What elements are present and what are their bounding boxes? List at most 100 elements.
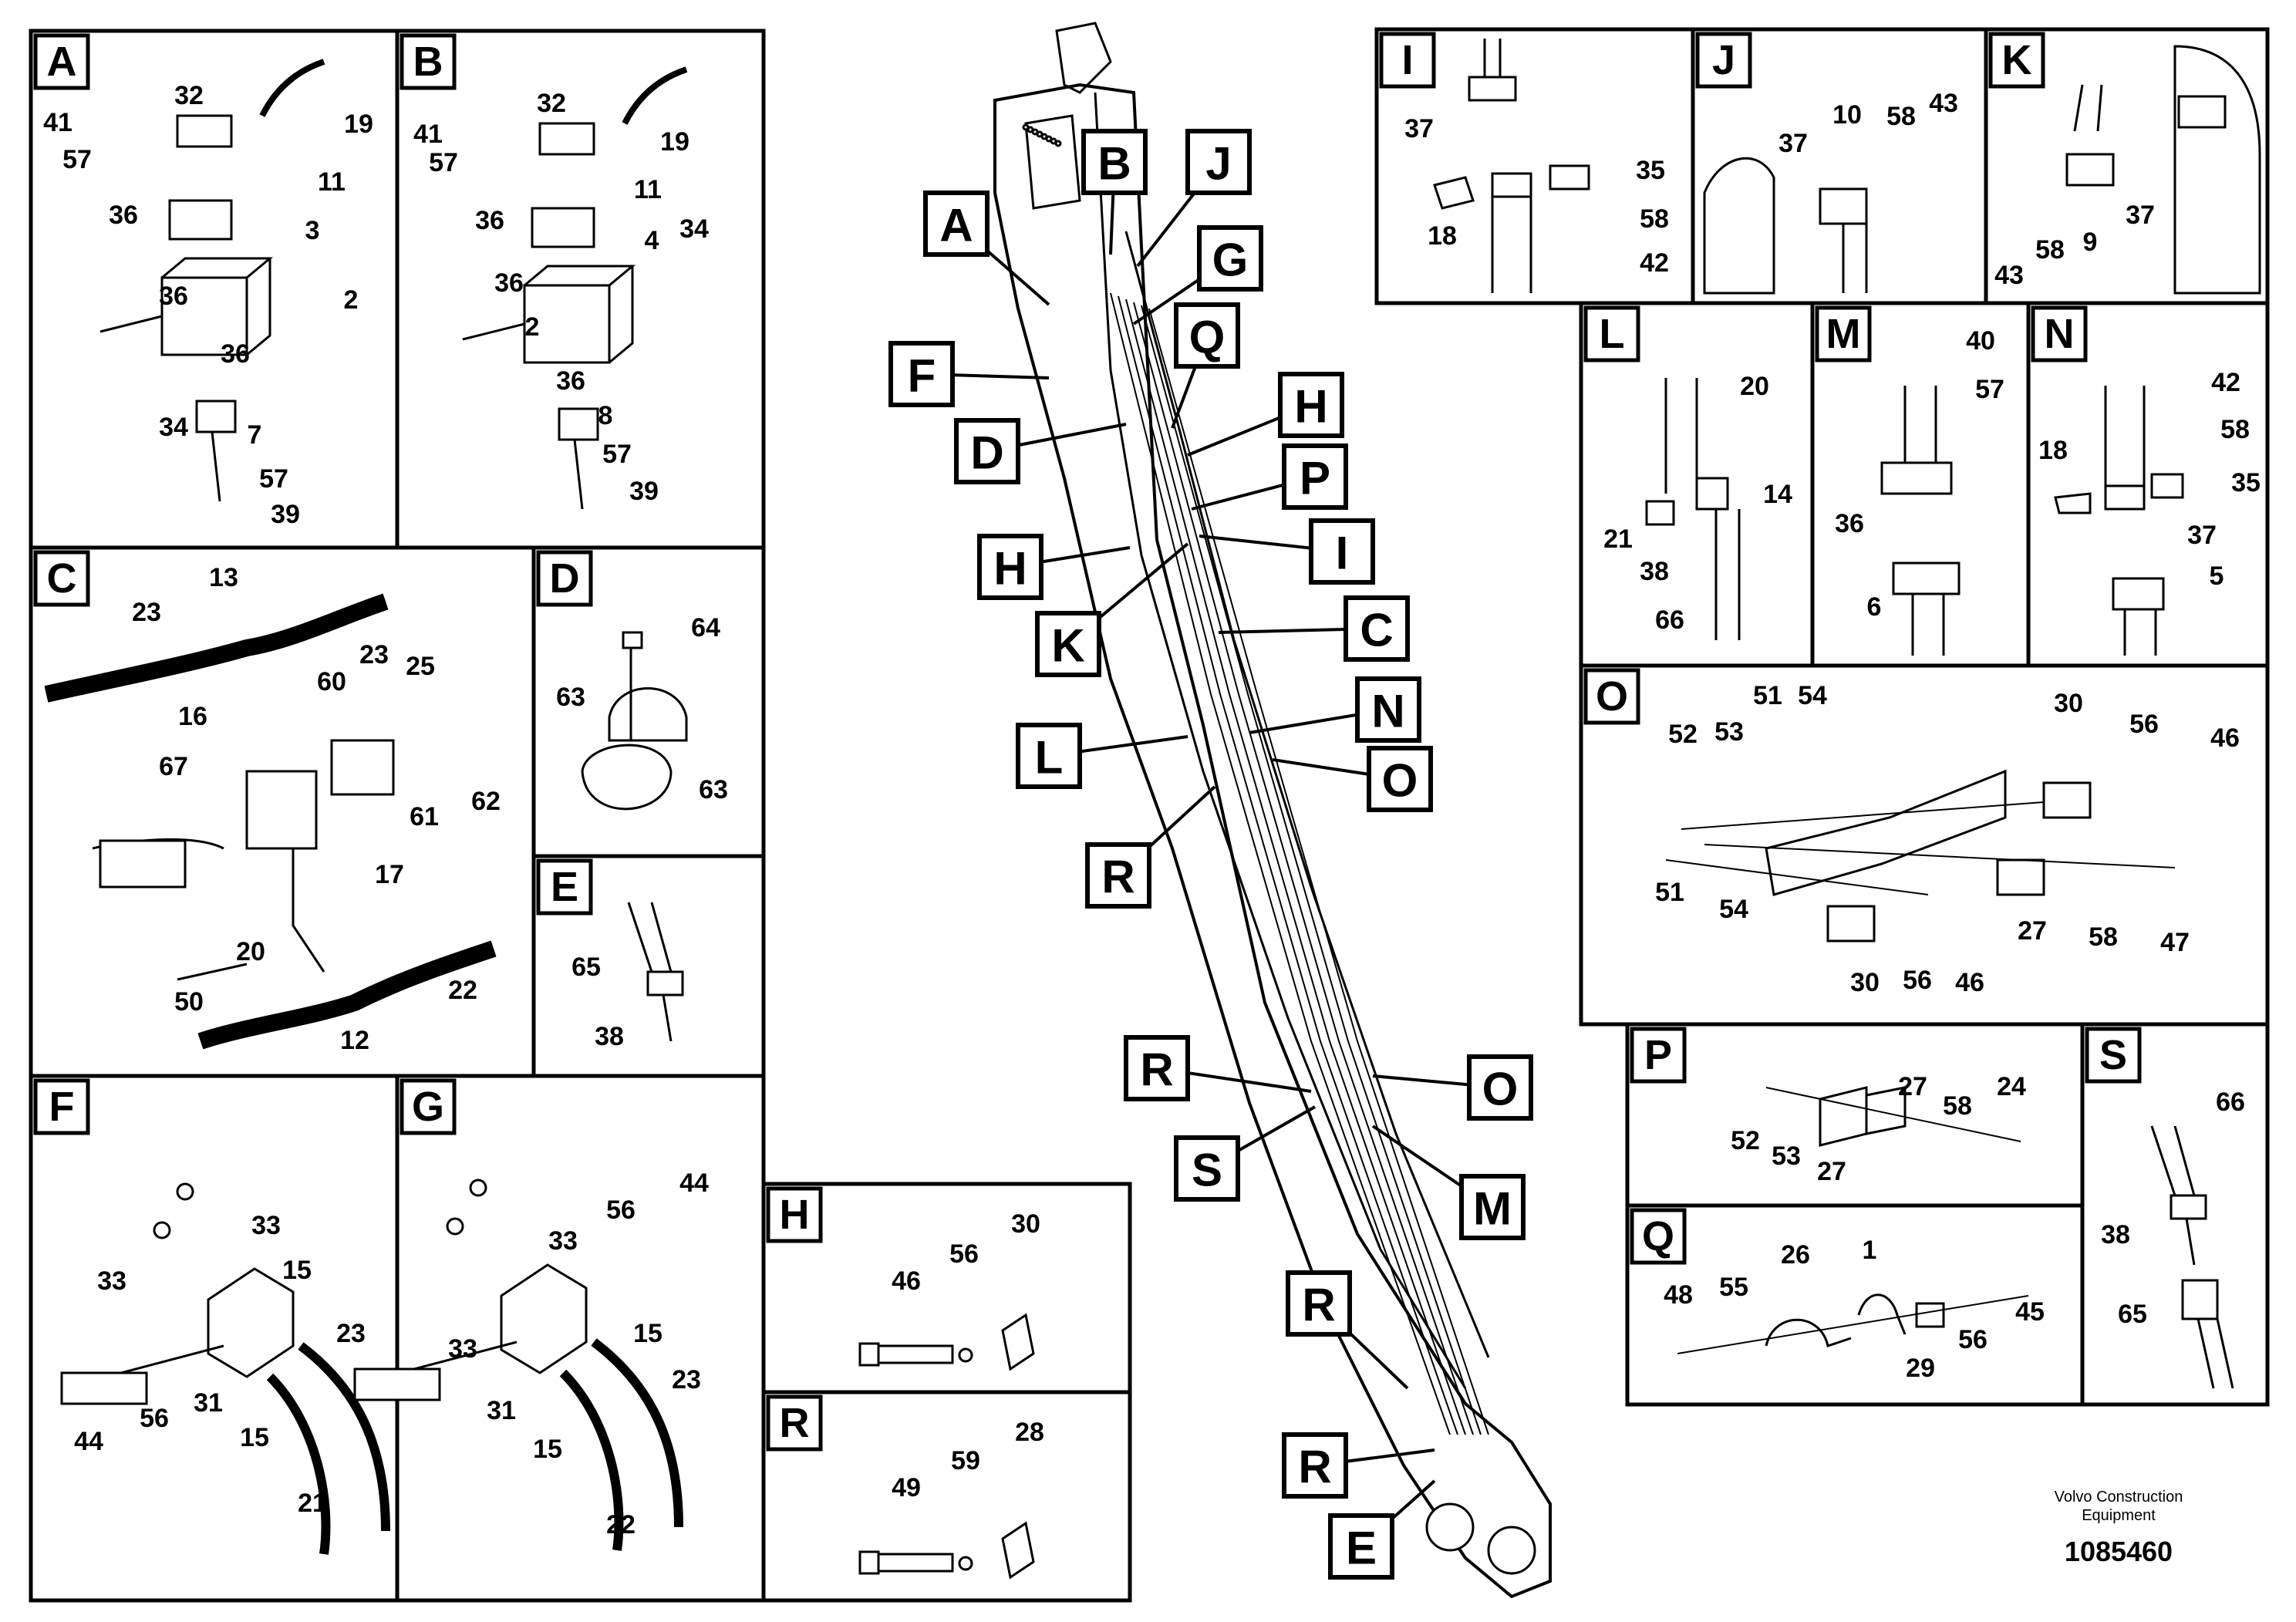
part-number-m-3: 36 [1835, 509, 1864, 538]
part-number-g-8: 15 [533, 1435, 562, 1464]
part-number-d-2: 63 [556, 683, 585, 712]
part-number-i-3: 58 [1640, 204, 1669, 234]
part-number-o-11: 58 [2089, 922, 2118, 952]
svg-text:C: C [47, 555, 77, 602]
part-number-o-13: 30 [1850, 968, 1880, 997]
part-number-i-4: 18 [1428, 221, 1457, 251]
panel-e-label: E [536, 858, 593, 916]
part-number-b-10: 2 [525, 312, 540, 342]
part-number-a-6: 36 [109, 201, 138, 230]
part-number-n-4: 35 [2231, 468, 2261, 497]
svg-text:G: G [1212, 234, 1249, 285]
part-number-p-6: 27 [1817, 1157, 1846, 1186]
callout-e-24: E [1328, 1479, 1436, 1580]
panel-k-art [2065, 45, 2261, 295]
callout-i-11: I [1199, 518, 1375, 585]
part-number-g-2: 44 [679, 1168, 709, 1198]
part-number-c-14: 22 [448, 976, 477, 1005]
svg-text:I: I [1336, 527, 1349, 578]
part-number-p-4: 24 [1997, 1072, 2026, 1101]
part-number-k-2: 58 [2035, 235, 2065, 265]
part-number-r-1: 28 [1015, 1418, 1044, 1447]
svg-text:D: D [550, 555, 580, 602]
callout-f-5: F [888, 341, 1050, 407]
part-number-p-1: 27 [1898, 1072, 1927, 1101]
part-number-j-2: 58 [1886, 102, 1916, 131]
callout-n-14: N [1249, 676, 1421, 743]
part-number-b-6: 36 [475, 206, 504, 235]
part-number-b-14: 39 [629, 477, 659, 506]
part-number-j-1: 10 [1832, 100, 1862, 130]
callout-m-21: M [1371, 1125, 1526, 1240]
part-number-l-1: 20 [1740, 372, 1769, 401]
panel-r-art [858, 1521, 1035, 1580]
svg-text:F: F [49, 1084, 75, 1130]
part-number-b-2: 32 [537, 89, 566, 118]
svg-text:J: J [1205, 137, 1231, 189]
part-number-a-11: 36 [221, 339, 250, 369]
panel-g-label: G [400, 1078, 457, 1135]
part-number-n-1: 42 [2211, 368, 2240, 397]
part-number-b-12: 8 [598, 401, 613, 430]
part-number-e-1: 65 [571, 953, 601, 982]
part-number-f-8: 44 [74, 1427, 103, 1456]
svg-text:H: H [780, 1192, 810, 1238]
panel-f-art [60, 1182, 390, 1555]
part-number-k-4: 37 [2126, 201, 2155, 230]
panel-m-art [1880, 386, 1961, 656]
part-number-g-9: 22 [606, 1510, 636, 1539]
svg-text:F: F [908, 349, 936, 401]
part-number-d-3: 63 [699, 775, 728, 804]
callout-q-6: Q [1171, 302, 1240, 429]
part-number-k-1: 43 [1994, 261, 2024, 290]
part-number-c-8: 62 [471, 787, 501, 816]
panel-h-label: H [766, 1186, 823, 1243]
part-number-i-2: 35 [1636, 156, 1665, 185]
panel-p-art [1765, 1086, 2021, 1147]
svg-text:A: A [47, 39, 77, 85]
part-number-p-3: 58 [1943, 1091, 1972, 1121]
part-number-f-9: 21 [298, 1489, 327, 1518]
panel-c-art [44, 593, 497, 1050]
part-number-l-3: 21 [1603, 524, 1633, 554]
part-number-a-5: 11 [318, 167, 346, 197]
svg-text:L: L [1035, 731, 1064, 783]
part-number-o-9: 54 [1719, 895, 1748, 924]
panel-l-label: L [1583, 305, 1640, 363]
panel-r-frame [761, 1390, 1132, 1603]
panel-s-art [2150, 1125, 2234, 1389]
svg-text:R: R [1101, 851, 1135, 902]
panel-h-art [858, 1313, 1035, 1371]
part-number-b-9: 36 [494, 268, 524, 298]
part-number-c-2: 13 [209, 563, 238, 592]
part-number-b-5: 11 [634, 175, 662, 204]
part-number-b-4: 57 [429, 148, 458, 177]
svg-text:O: O [1482, 1063, 1519, 1114]
part-number-l-2: 14 [1763, 480, 1792, 509]
part-number-a-3: 19 [344, 110, 373, 139]
part-number-f-6: 56 [140, 1404, 169, 1433]
part-number-a-9: 2 [344, 285, 359, 315]
part-number-o-12: 47 [2160, 928, 2190, 957]
svg-text:Q: Q [1642, 1213, 1674, 1259]
part-number-h-2: 46 [892, 1266, 921, 1296]
callout-h-8: H [1187, 372, 1344, 457]
callout-o-19: O [1372, 1054, 1533, 1121]
panel-k-label: K [1988, 32, 2045, 89]
part-number-a-12: 7 [248, 420, 262, 450]
part-number-o-6: 56 [2129, 710, 2159, 739]
panel-a-art [99, 59, 325, 502]
callout-j-3: J [1136, 129, 1252, 268]
callout-s-20: S [1174, 1105, 1316, 1202]
panel-g-art [353, 1179, 683, 1551]
part-number-h-3: 56 [949, 1239, 979, 1269]
part-number-i-1: 37 [1404, 114, 1434, 143]
part-number-b-7: 4 [645, 226, 659, 255]
part-number-q-4: 55 [1719, 1273, 1748, 1302]
callout-o-16: O [1272, 746, 1433, 812]
svg-text:P: P [1644, 1032, 1672, 1078]
part-number-c-5: 60 [317, 667, 346, 696]
svg-text:I: I [1401, 37, 1413, 83]
callout-d-7: D [954, 418, 1127, 484]
